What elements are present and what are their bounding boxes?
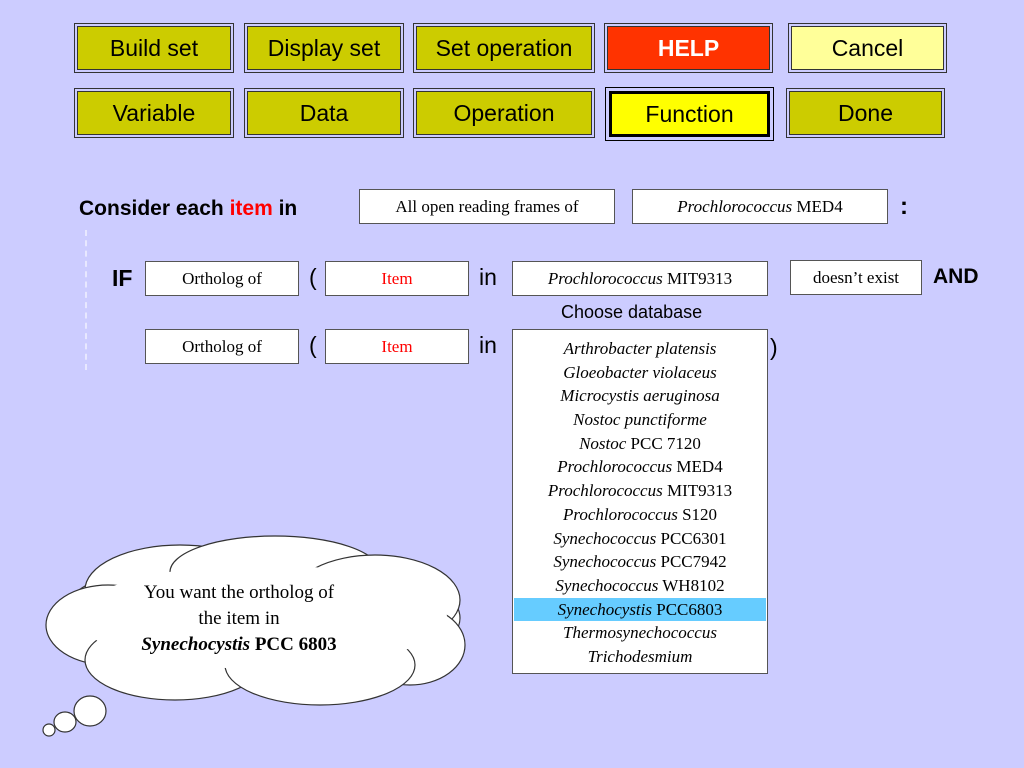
database-option-genus: Gloeobacter violaceus (563, 362, 717, 382)
database-option-strain: MIT9313 (662, 481, 733, 501)
database-option[interactable]: Nostoc PCC 7120 (513, 432, 767, 456)
database-option[interactable]: Nostoc punctiforme (513, 408, 767, 432)
database-option[interactable]: Arthrobacter platensis (513, 337, 767, 361)
item-variable-box-2[interactable]: Item (325, 329, 469, 364)
database-option[interactable]: Prochlorococcus MED4 (513, 455, 767, 479)
consider-label: Consider each item in (79, 197, 297, 221)
in-label-2: in (479, 332, 497, 358)
database-option-strain: MED4 (672, 457, 723, 477)
cloud-bubble-large (73, 695, 107, 727)
database-option-genus: Synechocystis (557, 599, 652, 619)
database-option-strain: PCC6803 (652, 599, 723, 619)
database-option-genus: Thermosynechococcus (563, 623, 717, 643)
choose-database-label: Choose database (561, 302, 703, 322)
cloud-bubble-medium (53, 711, 77, 733)
set-operation-button[interactable]: Set operation (413, 23, 595, 73)
database-strain: MIT9313 (662, 268, 733, 288)
database-option-genus: Nostoc (579, 433, 627, 453)
database-option-strain: PCC 7120 (626, 433, 701, 453)
database-option[interactable]: Prochlorococcus MIT9313 (513, 479, 767, 503)
set-source-box[interactable]: All open reading frames of (359, 189, 615, 224)
cancel-button[interactable]: Cancel (788, 23, 947, 73)
and-label: AND (933, 265, 979, 288)
database-option-genus: Trichodesmium (587, 646, 693, 666)
display-set-button[interactable]: Display set (244, 23, 404, 73)
database-option-strain: PCC7942 (656, 552, 727, 572)
open-paren-2: ( (309, 332, 317, 358)
ortholog-function-box-2[interactable]: Ortholog of (145, 329, 299, 364)
hint-text: You want the ortholog of the item in Syn… (108, 580, 370, 658)
condition-box[interactable]: doesn’t exist (790, 260, 922, 295)
organism-strain: MED4 (792, 196, 843, 216)
database-box[interactable]: Prochlorococcus MIT9313 (512, 261, 768, 296)
in-label: in (479, 264, 497, 290)
build-set-button[interactable]: Build set (74, 23, 234, 73)
help-button[interactable]: HELP (604, 23, 773, 73)
data-button[interactable]: Data (244, 88, 404, 138)
hint-strain: PCC 6803 (250, 634, 337, 655)
variable-button[interactable]: Variable (74, 88, 234, 138)
database-option-genus: Prochlorococcus (547, 481, 663, 501)
operation-button[interactable]: Operation (413, 88, 595, 138)
database-option[interactable]: Thermosynechococcus (513, 621, 767, 645)
done-button[interactable]: Done (786, 88, 945, 138)
if-label: IF (112, 265, 133, 291)
open-paren: ( (309, 264, 317, 290)
database-option[interactable]: Synechococcus PCC7942 (513, 550, 767, 574)
ortholog-function-box[interactable]: Ortholog of (145, 261, 299, 296)
database-option-genus: Synechococcus (553, 552, 657, 572)
consider-prefix: Consider each (79, 197, 224, 220)
database-option-genus: Nostoc punctiforme (573, 410, 707, 430)
database-genus: Prochlorococcus (547, 268, 663, 288)
database-option[interactable]: Trichodesmium (513, 645, 767, 669)
database-option-strain: WH8102 (658, 575, 725, 595)
database-option-genus: Arthrobacter platensis (563, 339, 717, 358)
hint-genus: Synechocystis (141, 634, 251, 655)
database-option-genus: Synechococcus (553, 528, 657, 548)
consider-suffix: in (278, 197, 298, 220)
database-option-genus: Prochlorococcus (557, 457, 673, 477)
database-option-genus: Prochlorococcus (562, 504, 678, 524)
database-option[interactable]: Prochlorococcus S120 (513, 503, 767, 527)
database-option[interactable]: Synechococcus WH8102 (513, 574, 767, 598)
item-variable-box[interactable]: Item (325, 261, 469, 296)
function-button[interactable]: Function (605, 87, 774, 141)
database-option-strain: PCC6301 (656, 528, 727, 548)
scope-divider (85, 230, 87, 370)
database-option-strain: S120 (677, 504, 718, 524)
cloud-bubble-small (42, 723, 56, 737)
database-option-genus: Microcystis aeruginosa (560, 386, 720, 406)
database-option[interactable]: Synechocystis PCC6803 (514, 597, 766, 622)
database-option-genus: Synechococcus (555, 575, 659, 595)
colon-label: : (900, 193, 908, 220)
close-paren: ) (770, 334, 778, 360)
database-option[interactable]: Microcystis aeruginosa (513, 384, 767, 408)
database-option[interactable]: Synechococcus PCC6301 (513, 527, 767, 551)
organism-box[interactable]: Prochlorococcus MED4 (632, 189, 888, 224)
hint-line-1: You want the ortholog of (143, 582, 335, 603)
database-option[interactable]: Gloeobacter violaceus (513, 361, 767, 385)
hint-line-2: the item in (198, 608, 280, 629)
hint-line-3: Synechocystis PCC 6803 (108, 632, 370, 658)
consider-item-word: item (229, 197, 273, 220)
organism-genus: Prochlorococcus (677, 196, 793, 216)
